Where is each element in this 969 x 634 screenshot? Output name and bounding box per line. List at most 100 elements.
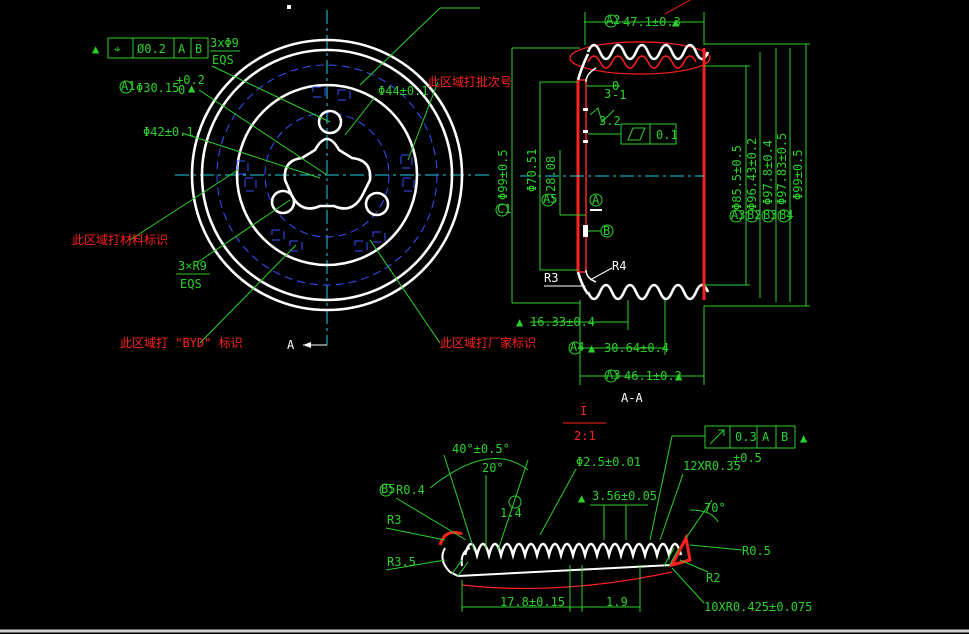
note-manufacturer: 此区域打厂家标识: [440, 335, 536, 350]
svg-text:▲: ▲: [675, 369, 683, 383]
dim-28: 28.08: [544, 156, 558, 192]
dia-42-dim: Φ42±0.1: [143, 125, 194, 139]
svg-text:B: B: [781, 430, 788, 444]
svg-text:▲: ▲: [672, 15, 680, 29]
svg-text:Ø0.2: Ø0.2: [137, 42, 166, 56]
svg-text:B5: B5: [381, 482, 395, 496]
detail-view: I 2:1 40°±0.5° 20° 1.4 Φ2.5±0.01 ▲ 3.56±…: [379, 404, 812, 614]
section-title: A-A: [621, 391, 643, 405]
note-material: 此区域打材料标识: [72, 233, 168, 247]
dim-3: 3: [604, 87, 611, 101]
detail-label: I: [580, 404, 587, 418]
svg-text:▲: ▲: [800, 431, 808, 445]
detail-r0425: 10XR0.425±0.075: [704, 600, 812, 614]
svg-text:A3: A3: [731, 208, 745, 222]
mark-rect: [400, 154, 413, 169]
top-corrugation: [586, 43, 710, 61]
outer-rim: [190, 38, 464, 312]
mark-rect: [312, 86, 326, 98]
detail-r2: R2: [706, 571, 720, 585]
svg-text:0: 0: [612, 79, 619, 93]
view-a-label: A: [287, 338, 295, 352]
datum-b: B: [603, 224, 610, 238]
width-16-dim: 16.33±0.4: [530, 315, 595, 329]
dia-30-dim: Φ30.15: [136, 81, 179, 95]
mark-rect: [337, 89, 351, 101]
svg-text:A4: A4: [570, 340, 584, 354]
radii-12: 12XR0.35: [683, 459, 741, 473]
hole-dim: Φ2.5±0.01: [576, 455, 641, 469]
svg-text:±0.5: ±0.5: [733, 451, 762, 465]
mark-rect: [236, 160, 249, 175]
svg-text:▲: ▲: [578, 491, 586, 505]
detail-scale: 2:1: [574, 429, 596, 443]
runout-frame: [704, 425, 796, 449]
position-symbol-icon: ⌖: [114, 42, 121, 56]
svg-text:0.1: 0.1: [656, 128, 678, 142]
note-byd: 此区域打 "BYD" 标识: [120, 336, 243, 350]
detail-r05: R0.5: [742, 544, 771, 558]
svg-text:B3: B3: [763, 208, 777, 222]
bolt-hole: [270, 189, 296, 215]
length-17: 17.8±0.15: [500, 595, 565, 609]
datum-a: A: [592, 193, 600, 207]
thickness-14: 1.4: [500, 506, 522, 520]
dia-99-right: Φ99±0.5: [791, 149, 805, 200]
svg-text:A: A: [762, 430, 770, 444]
svg-text:▲: ▲: [588, 341, 596, 355]
mark-rect: [244, 177, 257, 192]
center-trilobe-opening: [283, 137, 372, 210]
detail-r35: R3.5: [387, 555, 416, 569]
roughness: 3.2: [599, 114, 621, 128]
position-tolerance-frame: [107, 37, 209, 59]
mark-rect: [354, 240, 368, 252]
svg-text:▲: ▲: [188, 81, 196, 95]
mid-circle: [235, 83, 419, 267]
angle-40: 40°±0.5°: [452, 442, 510, 456]
width-47-dim: 47.1±0.3: [623, 15, 681, 29]
width-46-dim: 46.1±0.2: [624, 369, 682, 383]
outer-rim-inner: [200, 48, 454, 302]
width-30-dim: 30.64±0.4: [604, 341, 669, 355]
svg-text:B: B: [195, 42, 202, 56]
dashed-circle-outer: [216, 64, 438, 286]
right-red-edge: [669, 533, 692, 568]
bolt-hole: [317, 109, 343, 135]
top-view: A ▲ ⌖ Ø0.2 A B 3xΦ9 EQS A1 Φ30.15 +0.2 0…: [72, 5, 536, 352]
pitch-dim: 3.56±0.05: [592, 489, 657, 503]
holes-qty: 3xΦ9: [210, 36, 239, 50]
svg-text:A5: A5: [543, 192, 557, 206]
left-red-arc: [438, 530, 463, 546]
svg-text:A3: A3: [606, 368, 620, 382]
angle-20: 20°: [482, 461, 504, 475]
section-r4: R4: [612, 259, 626, 273]
radius-eqs: EQS: [180, 277, 202, 291]
svg-text:A1: A1: [121, 79, 135, 93]
dia-97b-dim: Φ97.83±0.5: [775, 133, 789, 205]
svg-text:C1: C1: [497, 202, 511, 216]
holes-eqs: EQS: [212, 53, 234, 67]
svg-text:+0.2: +0.2: [176, 73, 205, 87]
angle-70: 70°: [704, 501, 726, 515]
mark-rect: [372, 231, 386, 243]
note-batch-number: 此区域打批次号: [428, 74, 512, 89]
svg-text:A: A: [178, 42, 186, 56]
runout-icon: [709, 429, 725, 445]
section-view: A2 47.1±0.3 ▲: [495, 0, 810, 405]
mark-rect: [271, 229, 285, 241]
highlight-ellipse: [569, 41, 711, 75]
dia-44-dim: Φ44±0.1: [378, 84, 429, 98]
svg-text:A2: A2: [606, 13, 620, 27]
svg-text:B4: B4: [779, 208, 793, 222]
mark-rect: [402, 177, 415, 192]
radius-dim: 3×R9: [178, 259, 207, 273]
basic-triangle-mark: ▲: [92, 42, 100, 56]
detail-r04: R0.4: [396, 483, 425, 497]
svg-text:▲: ▲: [516, 315, 524, 329]
flatness-icon: [627, 127, 646, 141]
dia-70-dim: Φ70.51: [525, 149, 539, 192]
svg-text:0.3: 0.3: [735, 430, 757, 444]
svg-text:-1: -1: [612, 88, 626, 102]
